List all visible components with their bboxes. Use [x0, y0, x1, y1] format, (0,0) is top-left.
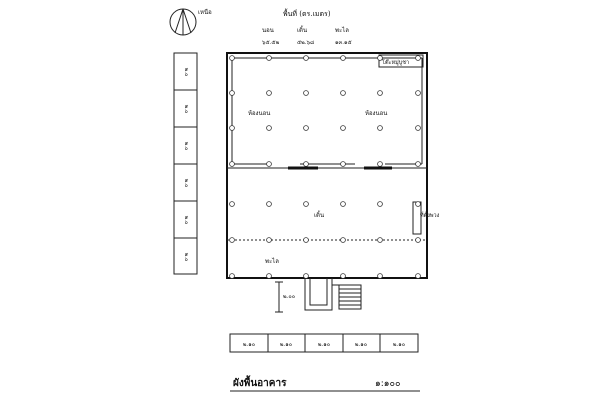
post-r1-c1	[229, 55, 235, 61]
exterior-wall	[226, 52, 428, 279]
plan-caption: ผังพื้นอาคาร ๑:๑๐๐	[230, 375, 420, 392]
post-r6-c2	[266, 237, 272, 243]
post-r3-c3	[303, 125, 309, 131]
bottom-bay-dimension-1: ๒.๑๐	[243, 342, 255, 348]
bottom-dimension-strip: ๒.๑๐ ๒.๑๐ ๒.๑๐ ๒.๑๐ ๒.๑๐	[229, 333, 419, 353]
area-column-bedroom: นอน	[262, 27, 274, 34]
post-r7-c3	[303, 273, 309, 279]
room-label-terrace: เติ้น	[314, 209, 324, 219]
left-bay-dimension-2: ๒.๐	[183, 105, 189, 114]
post-r2-c4	[340, 90, 346, 96]
post-r7-c4	[340, 273, 346, 279]
room-label-veranda: พะไล	[265, 257, 279, 265]
post-r2-c5	[377, 90, 383, 96]
setback-dimension-label: ๒.๐๐	[283, 294, 295, 300]
north-label: เหนือ	[198, 8, 212, 16]
area-title: พื้นที่ (ตร.เมตร)	[283, 7, 331, 18]
post-r6-c4	[340, 237, 346, 243]
post-r1-c6	[415, 55, 421, 61]
area-column-veranda: พะไล	[335, 26, 349, 34]
plan-caption-title: ผังพื้นอาคาร	[233, 375, 287, 389]
post-r6-c1	[229, 237, 235, 243]
north-arrow-left-wing	[174, 8, 184, 34]
left-bay-dimension-1: ๒.๐	[183, 68, 189, 77]
post-r4-c3	[303, 161, 309, 167]
post-grid	[229, 55, 421, 279]
post-r4-c2	[266, 161, 272, 167]
post-r4-c6	[415, 161, 421, 167]
post-r3-c1	[229, 125, 235, 131]
room-label-shrine: โต๊ะหมู่บูชา	[382, 58, 409, 66]
room-label-bedroom-left: ห้องนอน	[248, 110, 270, 117]
post-r7-c2	[266, 273, 272, 279]
post-r6-c6	[415, 237, 421, 243]
building-outline	[226, 52, 428, 279]
post-r2-c3	[303, 90, 309, 96]
entrance-landing	[304, 278, 333, 311]
bottom-strip-frame	[229, 333, 419, 353]
entrance-stairs: ๒.๐๐	[275, 278, 362, 313]
post-r5-c1	[229, 201, 235, 207]
north-arrow-right-wing	[182, 8, 192, 34]
area-value-bedroom: ๖๕.๕๒	[262, 40, 280, 46]
area-value-terrace: ๕๒.๖๘	[297, 40, 314, 46]
post-r2-c1	[229, 90, 235, 96]
post-r1-c2	[266, 55, 272, 61]
post-r2-c6	[415, 90, 421, 96]
plan-caption-scale: ๑:๑๐๐	[375, 379, 400, 389]
post-r1-c5	[377, 55, 383, 61]
post-r5-c6	[415, 201, 421, 207]
bottom-bay-dimension-2: ๒.๑๐	[280, 342, 292, 348]
area-value-veranda: ๑๓.๑๕	[335, 40, 352, 46]
post-r3-c2	[266, 125, 272, 131]
post-r7-c1	[229, 273, 235, 279]
bottom-bay-dimension-3: ๒.๑๐	[318, 342, 330, 348]
room-label-bedroom-right: ห้องนอน	[365, 110, 387, 117]
post-r7-c6	[415, 273, 421, 279]
left-bay-dimension-3: ๒.๐	[183, 142, 189, 151]
post-r5-c2	[266, 201, 272, 207]
post-r5-c4	[340, 201, 346, 207]
post-r6-c5	[377, 237, 383, 243]
post-r4-c4	[340, 161, 346, 167]
post-r1-c3	[303, 55, 309, 61]
post-r3-c5	[377, 125, 383, 131]
shrine-cabinet	[378, 54, 424, 68]
left-dimension-strip: ๒.๐ ๒.๐ ๒.๐ ๒.๐ ๒.๐ ๒.๐	[173, 52, 198, 275]
left-bay-dimension-5: ๒.๐	[183, 216, 189, 225]
post-r5-c3	[303, 201, 309, 207]
left-bay-dimension-6: ๒.๐	[183, 253, 189, 262]
left-bay-dimension-4: ๒.๐	[183, 179, 189, 188]
post-r1-c4	[340, 55, 346, 61]
area-column-terrace: เติ้น	[297, 24, 307, 34]
entrance-landing-inner	[309, 278, 328, 306]
post-r3-c6	[415, 125, 421, 131]
post-r7-c5	[377, 273, 383, 279]
area-header: พื้นที่ (ตร.เมตร) นอน เติ้น พะไล ๖๕.๕๒ ๕…	[262, 7, 352, 46]
post-r3-c4	[340, 125, 346, 131]
north-arrow: เหนือ	[169, 8, 212, 36]
room-labels: ห้องนอน ห้องนอน เติ้น พะไล โต๊ะหมู่บูชา …	[248, 58, 440, 265]
post-r4-c5	[377, 161, 383, 167]
post-r4-c1	[229, 161, 235, 167]
room-label-toilet: ที่ตั้งพวง	[420, 211, 440, 219]
post-r2-c2	[266, 90, 272, 96]
bottom-bay-dimension-5: ๒.๑๐	[393, 342, 405, 348]
bottom-bay-dimension-4: ๒.๑๐	[355, 342, 367, 348]
post-r6-c3	[303, 237, 309, 243]
post-r5-c5	[377, 201, 383, 207]
